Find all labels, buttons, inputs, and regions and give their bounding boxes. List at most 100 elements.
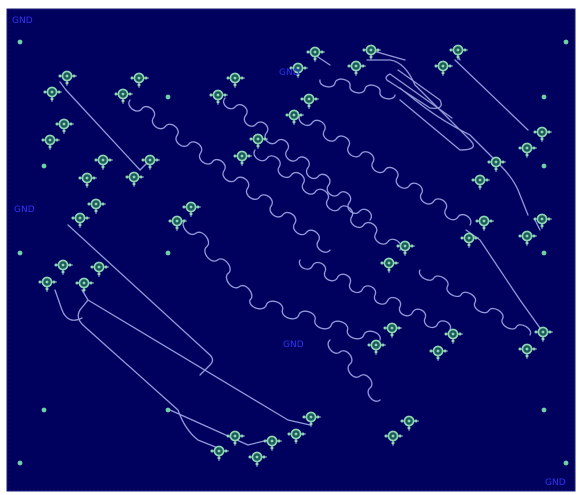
pad-drill: [94, 202, 98, 206]
component-footprint: [380, 257, 399, 273]
pad-drill: [48, 138, 52, 142]
pad-drill: [540, 130, 544, 134]
via: [263, 137, 267, 141]
via: [182, 205, 186, 209]
via: [532, 234, 536, 238]
via: [148, 165, 152, 169]
via: [189, 212, 193, 216]
via: [224, 449, 228, 453]
via: [441, 71, 445, 75]
via: [89, 281, 93, 285]
component-footprint: [168, 215, 187, 231]
board-substrate: [6, 8, 576, 492]
via: [240, 434, 244, 438]
via: [380, 261, 384, 265]
component-footprint: [90, 261, 109, 277]
meander-trace: [182, 219, 253, 301]
via: [90, 265, 94, 269]
component-footprint: [249, 133, 268, 149]
via: [518, 146, 522, 150]
component-footprint: [210, 445, 229, 461]
pad-drill: [62, 122, 66, 126]
via: [168, 219, 172, 223]
trace-segment: [65, 89, 141, 171]
via: [541, 337, 545, 341]
via: [429, 349, 433, 353]
component-footprint: [475, 215, 494, 231]
via: [78, 176, 82, 180]
via: [255, 462, 259, 466]
via: [216, 100, 220, 104]
component-footprint: [383, 322, 402, 338]
via: [69, 122, 73, 126]
component-footprint: [533, 213, 552, 229]
via: [463, 48, 467, 52]
component-footprint: [226, 430, 245, 446]
component-footprint: [460, 232, 479, 248]
via: [292, 120, 296, 124]
mounting-hole: [41, 407, 47, 413]
pad-drill: [374, 343, 378, 347]
via: [398, 434, 402, 438]
via: [68, 263, 72, 267]
component-footprint: [518, 230, 537, 246]
via: [263, 439, 267, 443]
via: [478, 185, 482, 189]
mounting-hole: [541, 163, 547, 169]
meander-trace: [298, 114, 472, 226]
component-footprint: [429, 345, 448, 361]
pad-drill: [403, 244, 407, 248]
via: [285, 113, 289, 117]
via: [75, 281, 79, 285]
component-footprint: [58, 70, 77, 86]
component-footprint: [43, 86, 62, 102]
pad-drill: [78, 216, 82, 220]
via: [108, 158, 112, 162]
mounting-hole: [541, 407, 547, 413]
via: [233, 441, 237, 445]
mounting-hole: [541, 94, 547, 100]
pad-drill: [45, 280, 49, 284]
meander-trace: [319, 78, 396, 100]
via: [407, 426, 411, 430]
pad-drill: [540, 217, 544, 221]
via: [299, 113, 303, 117]
pad-drill: [313, 50, 317, 54]
via: [137, 83, 141, 87]
pad-drill: [307, 97, 311, 101]
via: [390, 333, 394, 337]
via: [114, 92, 118, 96]
pad-drill: [85, 176, 89, 180]
via: [233, 83, 237, 87]
component-footprint: [130, 72, 149, 88]
via: [144, 76, 148, 80]
via: [547, 130, 551, 134]
via: [71, 216, 75, 220]
via: [309, 422, 313, 426]
via: [233, 154, 237, 158]
pad-drill: [354, 64, 358, 68]
pad-drill: [369, 48, 373, 52]
component-footprint: [362, 44, 381, 60]
via: [384, 434, 388, 438]
via: [525, 354, 529, 358]
pad-drill: [101, 158, 105, 162]
pad-drill: [256, 137, 260, 141]
pad-drill: [456, 48, 460, 52]
pad-drill: [50, 90, 54, 94]
pad-drill: [482, 219, 486, 223]
pad-drill: [525, 234, 529, 238]
component-footprint: [300, 93, 319, 109]
component-footprint: [533, 126, 552, 142]
component-footprint: [87, 198, 106, 214]
via: [48, 145, 52, 149]
via: [50, 97, 54, 101]
via: [302, 415, 306, 419]
component-footprint: [263, 435, 282, 451]
meander-trace: [223, 97, 372, 221]
via: [226, 434, 230, 438]
via: [369, 55, 373, 59]
pad-drill: [441, 64, 445, 68]
component-footprint: [248, 451, 267, 467]
via: [82, 288, 86, 292]
